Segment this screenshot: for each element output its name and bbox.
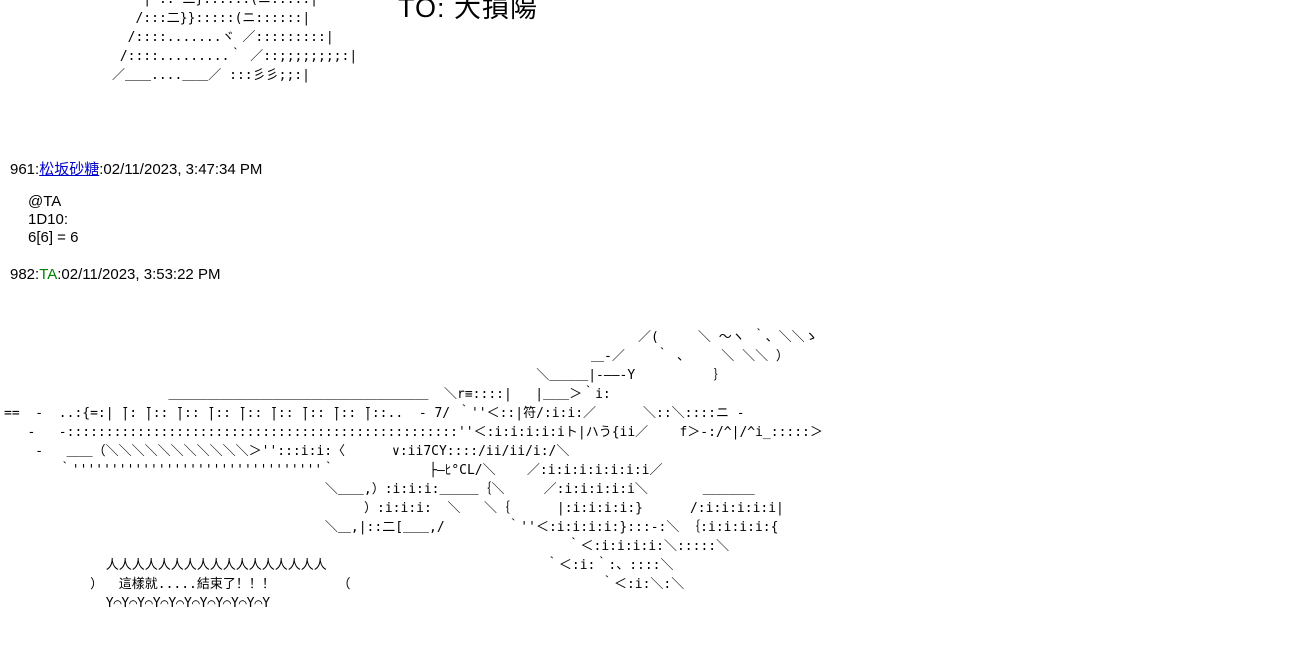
post-header-961: 961:松坂砂糖:02/11/2023, 3:47:34 PM — [10, 158, 262, 179]
poster-name-link[interactable]: 松坂砂糖 — [39, 161, 100, 178]
poster-name: TA — [39, 266, 58, 283]
previous-post-large-text: TO: 大損陽 — [398, 0, 539, 23]
post-number: 961: — [10, 161, 40, 178]
post-number: 982: — [10, 266, 40, 283]
ascii-art-previous-post: |':: ̄二}::::::(ニ.....| /:::二}}:::::(ニ:::… — [112, 0, 358, 83]
post-961-body: @TA 1D10: 6[6] = 6 — [28, 193, 79, 246]
post-header-982: 982:TA:02/11/2023, 3:53:22 PM — [10, 266, 220, 283]
ascii-art-scene: ／( ＼ ～ヽ ｀、＼＼ゝ ＿-／ ｀ 、 ＼ ＼＼ ） ＼＿＿＿|-――‐Y — [4, 330, 823, 611]
post-timestamp: :02/11/2023, 3:47:34 PM — [99, 161, 263, 178]
post-timestamp: :02/11/2023, 3:53:22 PM — [57, 266, 221, 283]
